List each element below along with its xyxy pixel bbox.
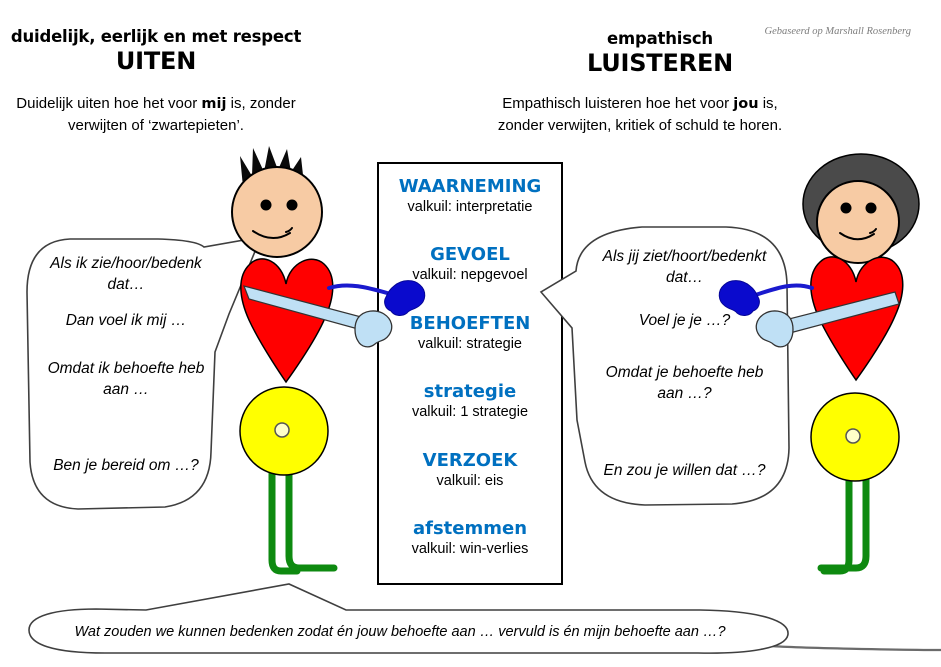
left-subtitle-pre: Duidelijk uiten hoe het voor — [16, 95, 202, 112]
step-verzoek: VERZOEK valkuil: eis — [379, 449, 561, 491]
right-subtitle-pre: Empathisch luisteren hoe het voor — [502, 95, 734, 112]
step-afstemmen: afstemmen valkuil: win-verlies — [379, 517, 561, 559]
right-header: empathisch LUISTEREN — [495, 29, 825, 78]
left-header: duidelijk, eerlijk en met respect UITEN — [0, 27, 312, 76]
right-figure-mouth — [839, 228, 877, 241]
right-figure-leg — [820, 464, 853, 575]
left-subtitle-line1: Duidelijk uiten hoe het voor mij is, zon… — [0, 93, 312, 115]
right-figure-leg — [817, 464, 870, 572]
right-figure-belly-button — [845, 428, 861, 444]
right-bubble-line-1: Als jij ziet/hoort/bedenkt dat… — [602, 248, 767, 286]
left-figure-eye — [260, 199, 272, 211]
step-title: strategie — [423, 381, 517, 403]
right-bubble-line-2: Voel je je …? — [638, 312, 731, 329]
step-title: VERZOEK — [422, 449, 518, 471]
attribution: Gebaseerd op Marshall Rosenberg — [764, 26, 912, 37]
step-pitfall: valkuil: eis — [436, 472, 504, 489]
right-header-line1: empathisch — [607, 29, 713, 48]
right-bubble-line-3: Omdat je behoefte heb aan …? — [605, 364, 764, 402]
left-figure-mouth — [252, 227, 293, 239]
right-subtitle-line2: zonder verwijten, kritiek of schuld te h… — [497, 117, 783, 134]
left-figure-hair-icon — [240, 146, 304, 192]
left-bubble-line-1: Als ik zie/hoor/bedenk dat… — [50, 255, 202, 293]
step-pitfall: valkuil: strategie — [418, 335, 522, 352]
left-figure-eye — [286, 199, 298, 211]
left-subtitle: Duidelijk uiten hoe het voor mij is, zon… — [0, 93, 312, 137]
left-header-line2: UITEN — [115, 46, 197, 75]
step-title: BEHOEFTEN — [409, 312, 531, 334]
step-title: WAARNEMING — [398, 176, 542, 197]
right-figure-eye — [840, 202, 852, 214]
left-figure-head — [231, 166, 323, 258]
left-header-line1: duidelijk, eerlijk en met respect — [10, 27, 302, 46]
step-behoeften: BEHOEFTEN valkuil: strategie — [379, 312, 561, 354]
right-figure-hair-icon — [802, 153, 920, 255]
right-subtitle-line1: Empathisch luisteren hoe het voor jou is… — [460, 93, 820, 115]
left-figure-belly-button — [274, 422, 290, 438]
left-figure-leg — [268, 464, 301, 575]
step-pitfall: valkuil: interpretatie — [407, 199, 533, 215]
right-figure-light-arm — [780, 291, 900, 335]
left-figure-belly — [239, 386, 329, 476]
bottom-speech-bubble — [28, 583, 789, 654]
left-figure-leg — [285, 464, 338, 572]
left-figure-light-arm — [243, 285, 370, 333]
left-bubble-line-3: Omdat ik behoefte heb aan … — [47, 360, 205, 398]
right-subtitle-post: is, — [758, 95, 778, 112]
right-figure-heart — [810, 256, 904, 382]
left-bubble-line-2: Dan voel ik mij … — [65, 312, 187, 329]
step-title: GEVOEL — [430, 244, 510, 266]
process-box: WAARNEMING valkuil: interpretatie GEVOEL… — [377, 162, 563, 585]
right-figure-head — [816, 180, 900, 264]
right-figure-eye — [865, 202, 877, 214]
step-pitfall: valkuil: nepgevoel — [412, 267, 528, 284]
left-figure-heart — [240, 258, 334, 384]
left-bubble-line-4: Ben je bereid om …? — [53, 457, 199, 474]
right-bubble-line-4: En zou je willen dat …? — [603, 462, 766, 479]
left-subtitle-line2: verwijten of ‘zwartepieten’. — [68, 117, 244, 134]
right-subtitle-bold: jou — [733, 96, 759, 112]
right-subtitle: Empathisch luisteren hoe het voor jou is… — [460, 93, 820, 137]
left-subtitle-bold: mij — [201, 96, 227, 112]
right-figure-belly — [810, 392, 900, 482]
bottom-bubble-text: Wat zouden we kunnen bedenken zodat én j… — [74, 624, 726, 640]
right-header-line2: LUISTEREN — [586, 48, 734, 77]
step-title: afstemmen — [412, 517, 528, 539]
step-waarneming: WAARNEMING valkuil: interpretatie — [379, 175, 561, 217]
step-pitfall: valkuil: win-verlies — [411, 540, 529, 557]
step-gevoel: GEVOEL valkuil: nepgevoel — [379, 243, 561, 285]
ground-line — [769, 644, 941, 652]
step-strategie: strategie valkuil: 1 strategie — [379, 380, 561, 422]
step-pitfall: valkuil: 1 strategie — [411, 404, 529, 421]
left-subtitle-post: is, zonder — [226, 95, 296, 112]
